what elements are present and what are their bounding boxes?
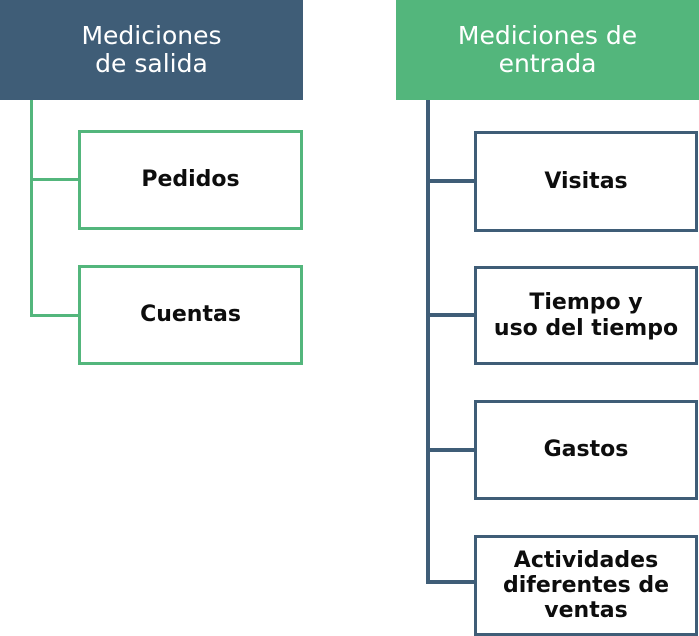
node-gastos[interactable]: Gastos (474, 400, 698, 500)
connector-output-trunk-vertical (30, 100, 33, 317)
connector-output-to-cuentas (30, 314, 81, 317)
node-visitas-label: Visitas (544, 168, 628, 194)
node-gastos-label: Gastos (543, 437, 629, 463)
node-tiempo-y-uso-del-tiempo-label: Tiempo y uso del tiempo (493, 290, 679, 341)
connector-output-to-pedidos (30, 178, 81, 181)
node-cuentas-label: Cuentas (140, 302, 241, 328)
connector-input-to-visitas (426, 179, 477, 183)
node-pedidos-label: Pedidos (141, 167, 240, 193)
node-actividades-diferentes-de-ventas[interactable]: Actividades diferentes de ventas (474, 535, 698, 636)
connector-input-trunk-vertical (426, 100, 430, 584)
header-mediciones-de-salida-label: Mediciones de salida (81, 21, 222, 78)
connector-input-to-tiempo (426, 313, 477, 317)
connector-input-to-gastos (426, 448, 477, 452)
header-mediciones-de-entrada[interactable]: Mediciones de entrada (396, 0, 699, 100)
node-pedidos[interactable]: Pedidos (78, 130, 303, 230)
node-cuentas[interactable]: Cuentas (78, 265, 303, 365)
header-mediciones-de-salida[interactable]: Mediciones de salida (0, 0, 303, 100)
node-actividades-diferentes-de-ventas-label: Actividades diferentes de ventas (502, 547, 670, 624)
node-tiempo-y-uso-del-tiempo[interactable]: Tiempo y uso del tiempo (474, 266, 698, 365)
connector-input-to-actividades (426, 580, 477, 584)
node-visitas[interactable]: Visitas (474, 131, 698, 232)
header-mediciones-de-entrada-label: Mediciones de entrada (457, 21, 638, 78)
